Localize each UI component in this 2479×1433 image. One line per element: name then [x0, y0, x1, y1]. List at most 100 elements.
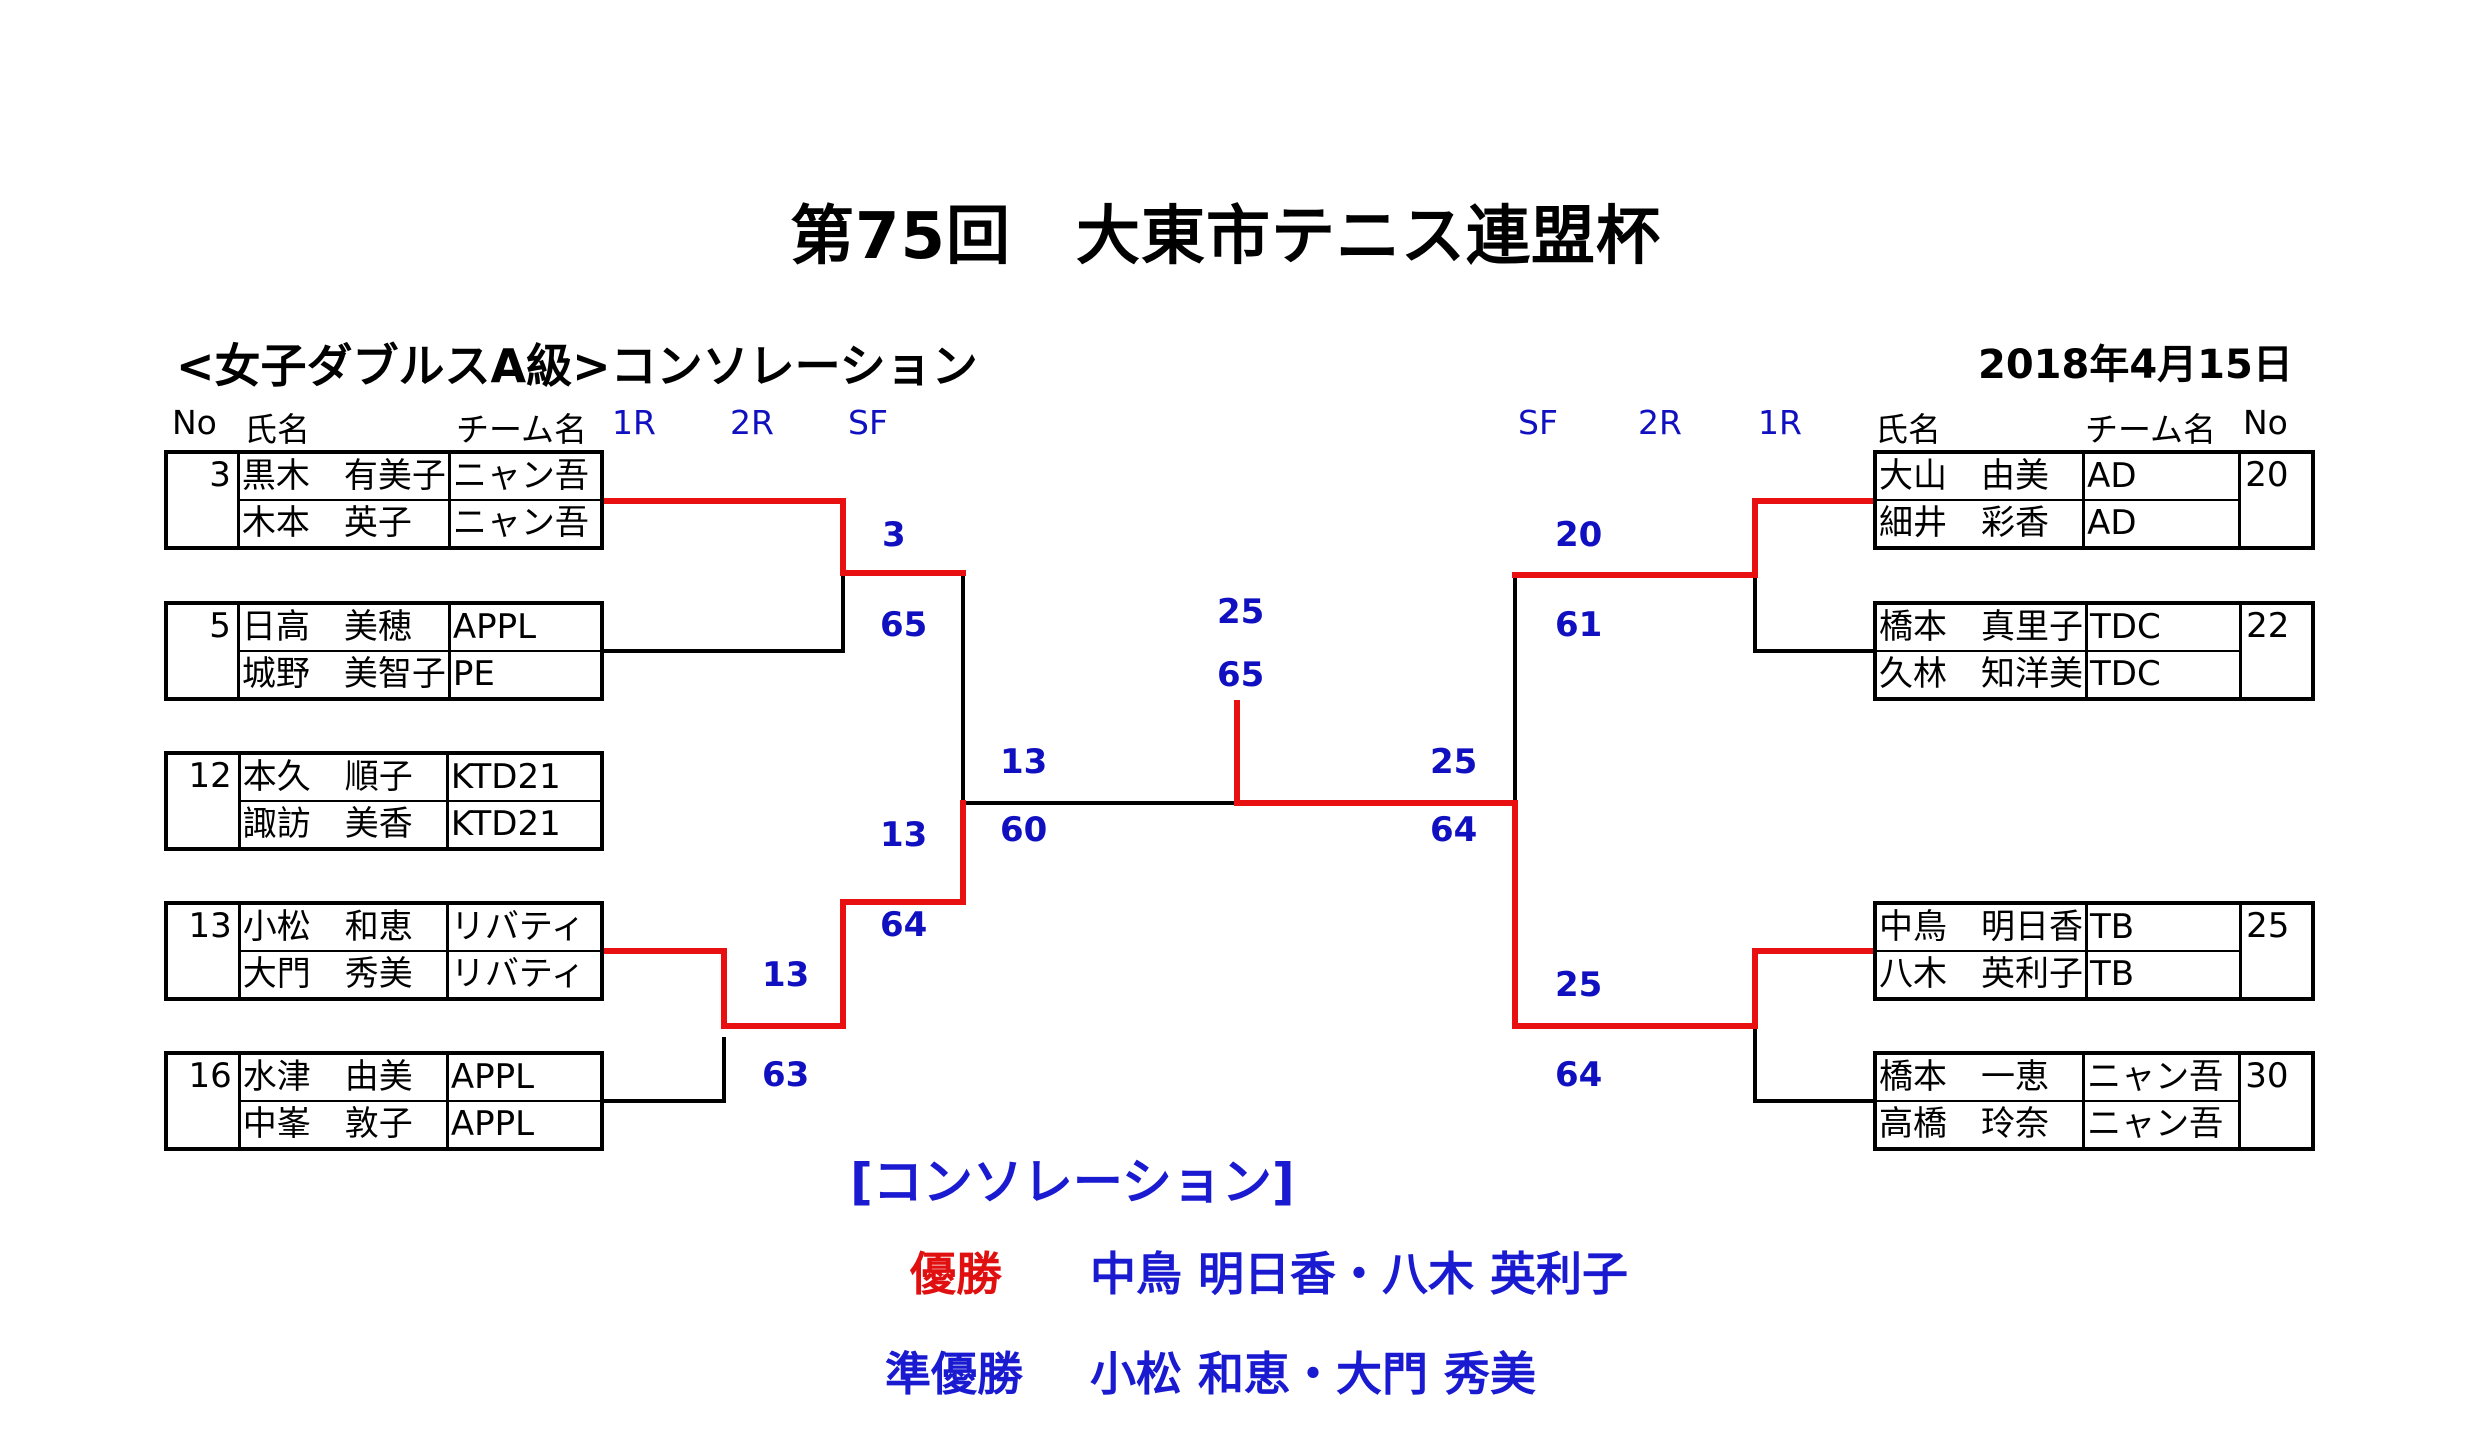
score-r-r2a-winner: 20 [1555, 515, 1603, 555]
header-team-left: チーム名 [456, 410, 588, 449]
score-l-sf-score: 60 [1000, 810, 1048, 850]
results-heading: [コンソレーション] [850, 1153, 1295, 1211]
header-2r-right: 2R [1638, 403, 1682, 442]
header-1r-left: 1R [612, 403, 656, 442]
player-name: 小松 和恵 [240, 905, 446, 952]
score-l-r2a-score: 65 [880, 605, 928, 645]
runnerup-label: 準優勝 [885, 1347, 1023, 1401]
entry-no: 22 [2239, 605, 2311, 697]
score-final-winner: 25 [1217, 592, 1265, 632]
player-team: TDC [2090, 654, 2161, 694]
player-name: 本久 順子 [240, 755, 446, 802]
player-team: KTD21 [450, 804, 561, 844]
entry-no: 25 [2239, 905, 2311, 997]
player-team: リバティ [450, 954, 585, 994]
player-name: 日高 美穂 [239, 605, 448, 652]
player-name: 細井 彩香 [1879, 503, 2049, 543]
score-r-sf-score: 64 [1430, 810, 1478, 850]
player-team: APPL [448, 1055, 600, 1102]
player-team: ニャン吾 [450, 454, 600, 501]
entry-no: 3 [168, 454, 240, 546]
bracket-left-winner-lines [601, 498, 966, 1029]
player-name: 大門 秀美 [242, 954, 413, 994]
player-team: ニャン吾 [2085, 1055, 2239, 1102]
player-name: 八木 英利子 [1879, 954, 2083, 994]
entry-name-column: 橋本 一恵高橋 玲奈 [1877, 1055, 2086, 1147]
bracket-right-winner-lines [1234, 498, 1878, 1029]
header-name-left: 氏名 [244, 410, 310, 449]
entry-name-column: 日高 美穂城野 美智子 [239, 605, 451, 697]
score-l-r1-score: 63 [762, 1055, 810, 1095]
entry-name-column: 小松 和恵大門 秀美 [240, 905, 449, 997]
player-team: TB [2088, 905, 2240, 952]
player-name: 大山 由美 [1877, 454, 2083, 501]
player-name: 諏訪 美香 [242, 804, 413, 844]
champion-label: 優勝 [910, 1247, 1002, 1301]
score-l-r2b-winner: 13 [880, 815, 928, 855]
entry-team-column: リバティリバティ [448, 905, 600, 997]
header-2r-left: 2R [730, 403, 774, 442]
player-name: 橋本 一恵 [1877, 1055, 2083, 1102]
score-l-r2b-score: 64 [880, 905, 928, 945]
player-name: 中峯 敦子 [242, 1104, 413, 1144]
entry-no: 16 [168, 1055, 241, 1147]
score-r-r2b-winner: 25 [1555, 965, 1603, 1005]
entry-no: 13 [168, 905, 241, 997]
entry-no: 20 [2238, 454, 2311, 546]
header-sf-right: SF [1518, 403, 1558, 442]
entry-no: 5 [168, 605, 240, 697]
runnerup-names: 小松 和恵・大門 秀美 [1090, 1347, 1537, 1401]
score-r-sf-winner: 25 [1430, 742, 1478, 782]
player-name: 黒木 有美子 [239, 454, 448, 501]
header-1r-right: 1R [1758, 403, 1802, 442]
player-team: APPL [450, 605, 600, 652]
player-team: ニャン吾 [2087, 1104, 2224, 1144]
player-name: 久林 知洋美 [1879, 654, 2083, 694]
entry-name-column: 黒木 有美子木本 英子 [239, 454, 451, 546]
score-final-score: 65 [1217, 655, 1265, 695]
entry-team-column: ニャン吾ニャン吾 [450, 454, 600, 546]
score-l-sf-winner: 13 [1000, 742, 1048, 782]
player-team: ニャン吾 [452, 503, 589, 543]
entry-no: 12 [168, 755, 241, 847]
player-name: 木本 英子 [241, 503, 412, 543]
event-subtitle: <女子ダブルスA級>コンソレーション [176, 339, 978, 393]
player-team: AD [2085, 454, 2239, 501]
entry-no: 30 [2238, 1055, 2311, 1147]
entry-name-column: 中鳥 明日香八木 英利子 [1877, 905, 2088, 997]
player-team: APPL [450, 1104, 535, 1144]
score-r-r2b-score: 64 [1555, 1055, 1603, 1095]
bracket-right-lines [1513, 573, 1877, 1103]
header-no-right: No [2243, 403, 2288, 442]
player-name: 高橋 玲奈 [1879, 1104, 2049, 1144]
player-name: 橋本 真里子 [1877, 605, 2085, 652]
header-name-right: 氏名 [1875, 410, 1941, 449]
header-team-right: チーム名 [2085, 410, 2217, 449]
player-team: AD [2087, 503, 2137, 543]
score-l-r2a-winner: 3 [882, 515, 906, 555]
player-name: 城野 美智子 [241, 654, 446, 694]
bracket-left-lines [602, 571, 1239, 1103]
player-name: 水津 由美 [240, 1055, 446, 1102]
header-sf-left: SF [848, 403, 888, 442]
header-no-left: No [172, 403, 217, 442]
event-date: 2018年4月15日 [1978, 342, 2293, 388]
entry-name-column: 本久 順子諏訪 美香 [240, 755, 449, 847]
score-r-r2a-score: 61 [1555, 605, 1603, 645]
